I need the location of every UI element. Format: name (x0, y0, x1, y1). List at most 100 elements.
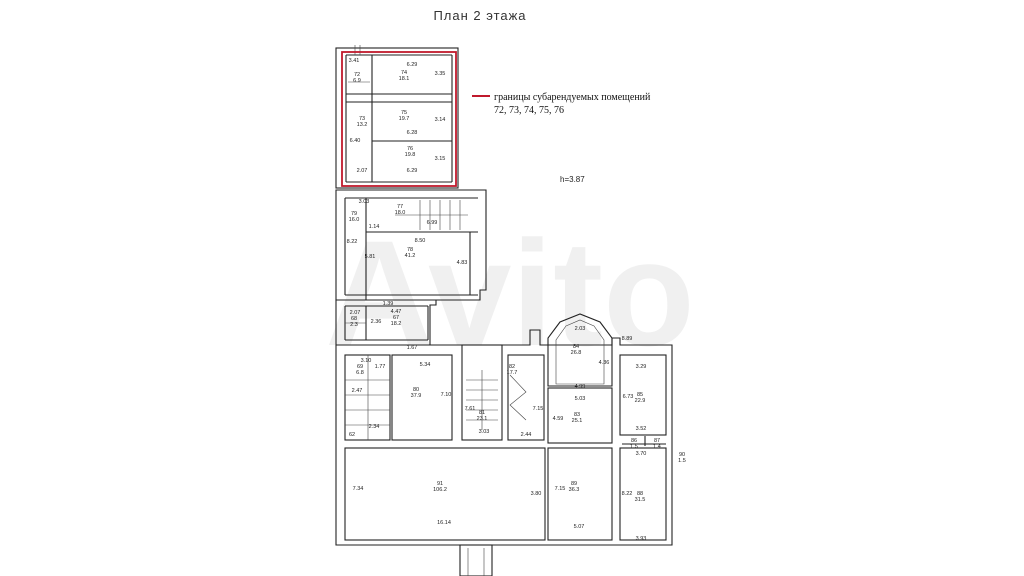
room-number: 67 (393, 315, 399, 321)
dim-label: 6.29 (407, 168, 418, 174)
room-area: 18.2 (391, 321, 402, 327)
room-area: 36.3 (569, 487, 580, 493)
room-area: 26.8 (571, 350, 582, 356)
room-area: 22.9 (635, 398, 646, 404)
watermark-logo: Avito (325, 209, 694, 377)
subleased-border (341, 51, 457, 187)
dim-label: 8.22 (622, 491, 633, 497)
room-area: 13.2 (357, 122, 368, 128)
room-number: 75 (401, 110, 407, 116)
dim-label: 4.47 (391, 309, 402, 315)
room-area: 2.3 (350, 322, 358, 328)
dim-label: 8.22 (347, 239, 358, 245)
room-area: 18.0 (395, 210, 406, 216)
dim-label: 5.81 (365, 254, 376, 260)
room-number: 78 (407, 247, 413, 253)
dim-label: 4.59 (553, 416, 564, 422)
room-number: 83 (574, 412, 580, 418)
dim-label: 7.61 (465, 406, 476, 412)
room-number: 73 (359, 116, 365, 122)
room-number: 76 (407, 146, 413, 152)
dim-label: 5.07 (574, 524, 585, 530)
room-area: 6.8 (356, 370, 364, 376)
dim-label: 3.41 (349, 58, 360, 64)
dim-label: 3.03 (359, 199, 370, 205)
room-number: 69 (357, 364, 363, 370)
dim-label: 1.77 (375, 364, 386, 370)
dim-label: 7.15 (555, 486, 566, 492)
room-area: 41.2 (405, 253, 416, 259)
dim-label: 8.89 (622, 336, 633, 342)
dim-label: 2.07 (350, 310, 361, 316)
room-area: 37.9 (411, 393, 422, 399)
room-area: 25.1 (572, 418, 583, 424)
dim-label: 2.34 (369, 424, 380, 430)
room-number: 89 (571, 481, 577, 487)
legend: границы субарендуемых помещений 72, 73, … (472, 92, 651, 116)
dim-label: 2.44 (521, 432, 532, 438)
room-area: 6.9 (353, 78, 361, 84)
dim-label: 3.29 (636, 364, 647, 370)
dim-label: 1.14 (369, 224, 380, 230)
dim-label: 6.29 (407, 62, 418, 68)
dim-label: 7.10 (441, 392, 452, 398)
dim-label: 1.39 (383, 301, 394, 307)
top-block (335, 45, 459, 189)
dim-label: 6.99 (427, 220, 438, 226)
dim-label: 4.99 (575, 384, 586, 390)
room-number: 74 (401, 70, 407, 76)
room-area: 23.1 (477, 416, 488, 422)
ceiling-height: h=3.87 (560, 175, 585, 184)
dim-label: 3.52 (636, 426, 647, 432)
dim-label: 2.03 (575, 326, 586, 332)
room-number: 87 (654, 438, 660, 444)
dim-label: 1.67 (407, 345, 418, 351)
room-number: 79 (351, 211, 357, 217)
dim-label: 3.15 (435, 156, 446, 162)
room-area: 106.2 (433, 487, 447, 493)
room-labels: 72 6.9 74 18.1 73 13.2 75 19.7 76 19.8 7… (349, 70, 686, 503)
dim-label: 7.34 (353, 486, 364, 492)
dim-label: 5.03 (575, 396, 586, 402)
room-number: 81 (479, 410, 485, 416)
lower-building (335, 313, 673, 576)
room-number: 84 (573, 344, 579, 350)
room-number: 77 (397, 204, 403, 210)
dim-label: 4.83 (457, 260, 468, 266)
room-number: 80 (413, 387, 419, 393)
room-area: 1.4 (653, 444, 661, 450)
room-area: 1.5 (678, 458, 686, 464)
dim-label: 5.34 (420, 362, 431, 368)
room-area: 17.7 (507, 370, 518, 376)
room-number: 91 (437, 481, 443, 487)
room-area: 31.5 (635, 497, 646, 503)
dim-label: 3.14 (435, 117, 446, 123)
dim-label: 7.15 (533, 406, 544, 412)
dim-label: 4.36 (599, 360, 610, 366)
dim-label: 6.73 (623, 394, 634, 400)
room-area: 1.5 (630, 444, 638, 450)
room-area: 16.0 (349, 217, 360, 223)
dim-label: 3.93 (636, 536, 647, 542)
room-number: 72 (354, 72, 360, 78)
legend-label: границы субарендуемых помещений (494, 92, 651, 103)
plan-title: План 2 этажа (433, 8, 526, 23)
dim-label: 2.36 (371, 319, 382, 325)
room-area: 19.7 (399, 116, 410, 122)
legend-rooms: 72, 73, 74, 75, 76 (494, 105, 564, 116)
dim-label: 3.80 (531, 491, 542, 497)
room-number: 82 (509, 364, 515, 370)
room-number: 88 (637, 491, 643, 497)
staircase-upper (395, 200, 468, 230)
room-number: 68 (351, 316, 357, 322)
room-number: 86 (631, 438, 637, 444)
dim-label: 3.10 (361, 358, 372, 364)
dim-label: 6.40 (350, 138, 361, 144)
dimension-labels: 6.29 3.35 3.41 6.40 6.28 3.14 2.07 6.29 … (347, 58, 647, 542)
dim-label: 3.70 (636, 451, 647, 457)
dim-label: 62 (349, 432, 355, 438)
dim-label: 8.50 (415, 238, 426, 244)
room-area: 19.8 (405, 152, 416, 158)
dim-label: 3.03 (479, 429, 490, 435)
